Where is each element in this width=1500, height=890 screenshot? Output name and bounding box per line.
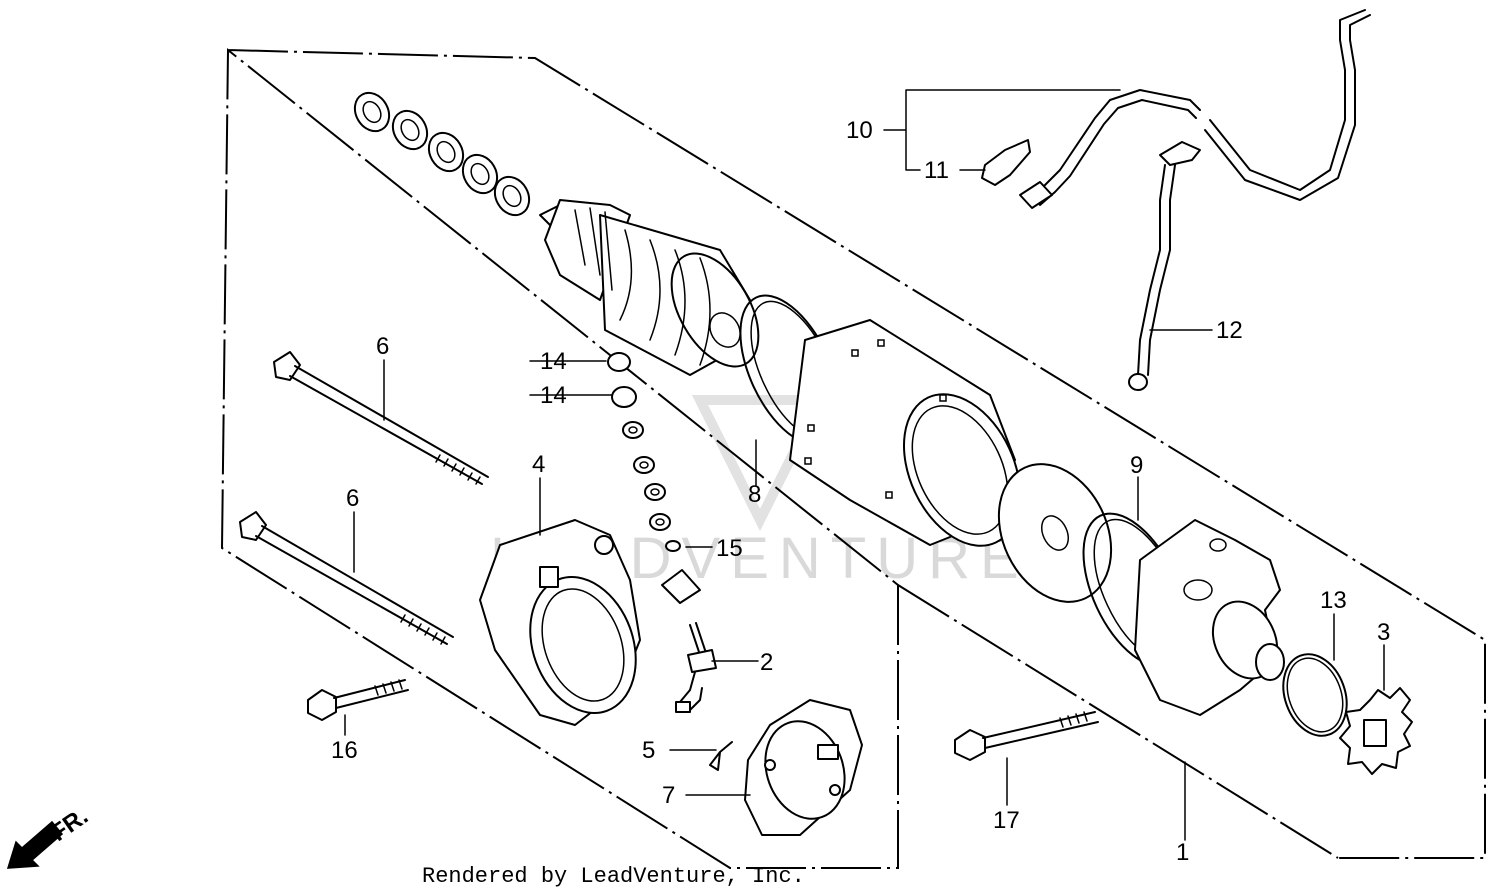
assembly-boundary	[220, 47, 1486, 869]
callout-3: 3	[1377, 619, 1390, 646]
brush-spring	[709, 741, 733, 771]
rear-cover	[479, 519, 641, 726]
brush-holder	[744, 699, 863, 836]
callout-17: 17	[993, 807, 1020, 834]
front-cover	[1134, 519, 1285, 716]
flange-bolt-17	[954, 711, 1099, 761]
callout-7: 7	[662, 782, 675, 809]
thrust-washers	[353, 91, 531, 217]
pinion-gear	[1339, 687, 1413, 775]
callout-6-upper: 6	[376, 333, 389, 360]
callout-4: 4	[532, 451, 545, 478]
render-credit: Rendered by LeadVenture, Inc.	[422, 864, 805, 889]
flange-bolt-16	[307, 679, 409, 721]
callout-11: 11	[924, 157, 949, 184]
callout-16: 16	[331, 737, 358, 764]
motor-case	[789, 319, 1022, 547]
ground-cable	[1128, 141, 1201, 391]
callout-12: 12	[1216, 317, 1243, 344]
callout-2: 2	[760, 649, 773, 676]
leader-lines	[344, 89, 1385, 841]
through-bolt-upper	[273, 351, 489, 485]
callout-6-lower: 6	[346, 485, 359, 512]
callout-1: 1	[1176, 839, 1189, 866]
front-direction-indicator: FR.	[6, 803, 93, 869]
terminal-nut-stack	[607, 352, 701, 604]
terminal-cap-11	[981, 139, 1031, 186]
callout-labels: 1 2 3 4 5 6 6 7 8 9 10 11 12 13 14 14 15…	[331, 117, 1390, 866]
callout-10: 10	[846, 117, 873, 144]
armature	[539, 199, 760, 376]
callout-8: 8	[748, 481, 761, 508]
callout-9: 9	[1130, 452, 1143, 479]
callout-15: 15	[716, 535, 743, 562]
insulator-disc	[997, 463, 1113, 603]
front-arrow-icon	[6, 820, 64, 869]
callout-13: 13	[1320, 587, 1347, 614]
through-bolt-lower	[239, 511, 454, 645]
o-ring-13	[1282, 653, 1348, 737]
callout-5: 5	[642, 737, 655, 764]
brush-terminal	[675, 622, 717, 713]
callout-14-lower: 14	[540, 382, 567, 409]
starter-cable	[1019, 9, 1371, 209]
callout-14-upper: 14	[540, 348, 567, 375]
